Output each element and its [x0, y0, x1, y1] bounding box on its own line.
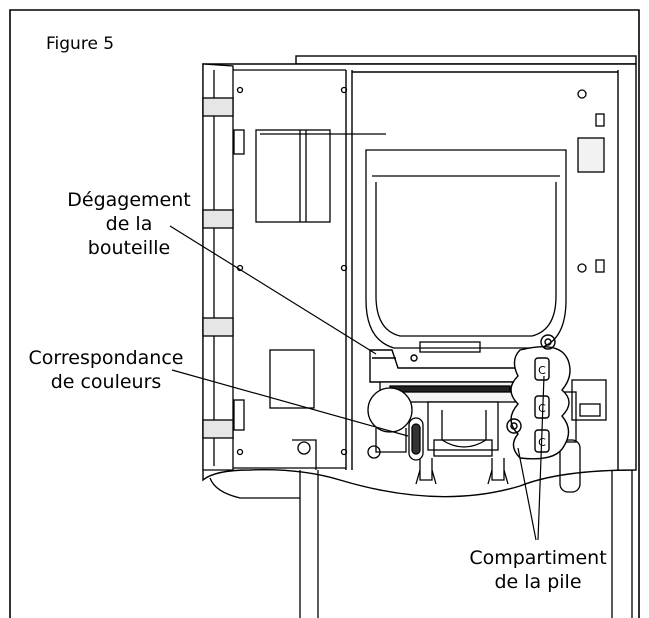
- callout-color-match-line-1: Correspondance: [28, 347, 184, 369]
- callout-color-match: Correspondance de couleurs: [8, 346, 204, 394]
- callout-battery-compartment-line-2: de la pile: [494, 571, 582, 593]
- figure-border: [9, 9, 640, 618]
- leader-line-color-match: [171, 369, 409, 437]
- callout-bottle-release-line-2: de la: [105, 213, 153, 235]
- bottle-reservoir: [365, 149, 567, 353]
- callout-bottle-release-line-3: bouteille: [87, 237, 171, 259]
- callout-bottle-release-line-1: Dégagement: [67, 189, 191, 211]
- lower-housing: [209, 439, 633, 618]
- leader-lines: [169, 133, 545, 541]
- battery-compartment: [506, 334, 571, 460]
- leader-line-bottle-release: [169, 225, 377, 355]
- pump-mechanism: [379, 381, 521, 485]
- leader-line-battery-2: [537, 375, 545, 541]
- battery-cell-1: C: [538, 364, 546, 377]
- callout-bottle-release: Dégagement de la bouteille: [40, 188, 218, 260]
- callout-battery-compartment-line-1: Compartiment: [469, 547, 607, 569]
- door-panel: [202, 63, 348, 471]
- color-match-key: [367, 387, 424, 461]
- housing-top-rim: [295, 55, 637, 65]
- callout-battery-compartment: Compartiment de la pile: [440, 546, 636, 594]
- battery-cell-2: C: [538, 402, 546, 415]
- leader-line-battery-1: [517, 447, 537, 541]
- callout-color-match-line-2: de couleurs: [50, 371, 162, 393]
- figure-title: Figure 5: [46, 34, 115, 54]
